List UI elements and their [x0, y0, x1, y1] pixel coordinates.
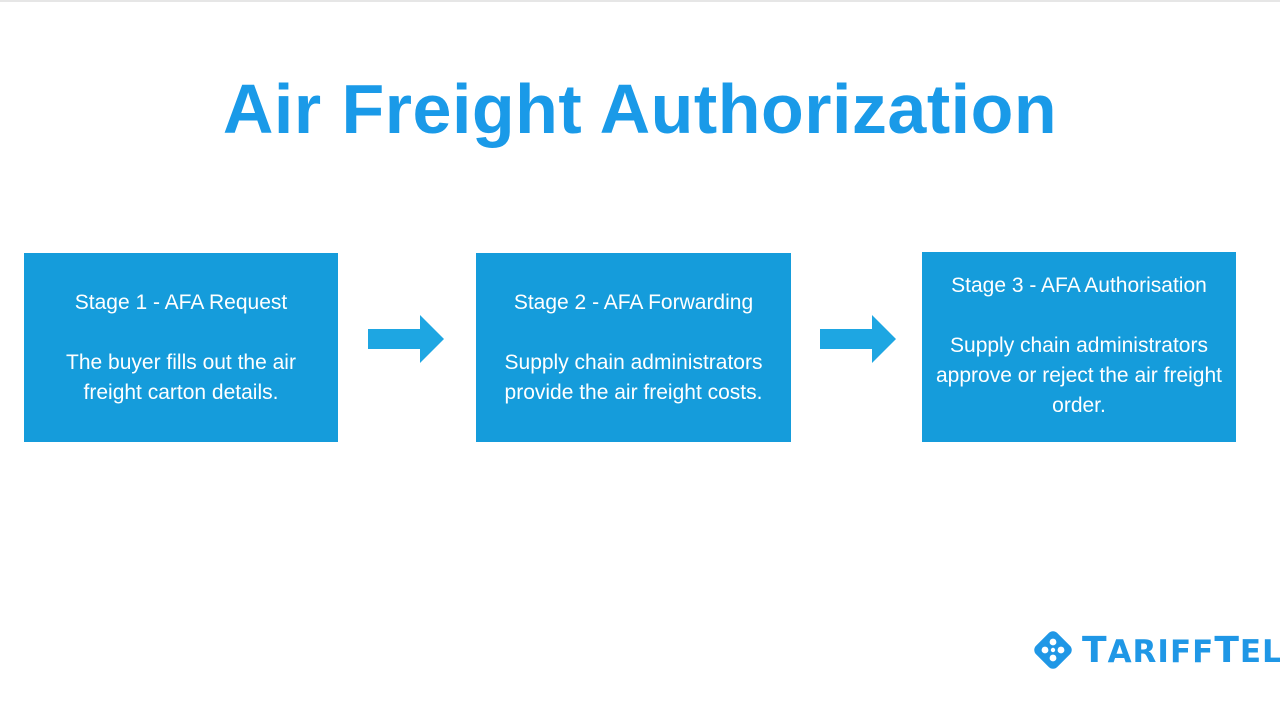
- top-divider: [0, 0, 1280, 2]
- stage-2-description: Supply chain administrators provide the …: [504, 351, 763, 404]
- diamond-network-icon: [1034, 631, 1072, 669]
- page-title: Air Freight Authorization: [222, 70, 1058, 148]
- logo-wordmark: TARIFFTEL: [1082, 629, 1280, 671]
- stage-1-box: Stage 1 - AFA Request The buyer fills ou…: [24, 253, 338, 442]
- tarifftel-logo: TARIFFTEL: [1032, 626, 1280, 674]
- stage-1-title: Stage 1 - AFA Request: [74, 291, 288, 314]
- stage-3-description: Supply chain administrators approve or r…: [936, 334, 1222, 417]
- stage-3-title: Stage 3 - AFA Authorisation: [951, 274, 1207, 297]
- stage-2-title: Stage 2 - AFA Forwarding: [513, 291, 754, 314]
- stage-3-box: Stage 3 - AFA Authorisation Supply chain…: [922, 252, 1236, 442]
- right-arrow-icon: [820, 315, 896, 363]
- stage-2-box: Stage 2 - AFA Forwarding Supply chain ad…: [476, 253, 791, 442]
- stage-1-description: The buyer fills out the air freight cart…: [66, 351, 296, 404]
- right-arrow-icon: [368, 315, 444, 363]
